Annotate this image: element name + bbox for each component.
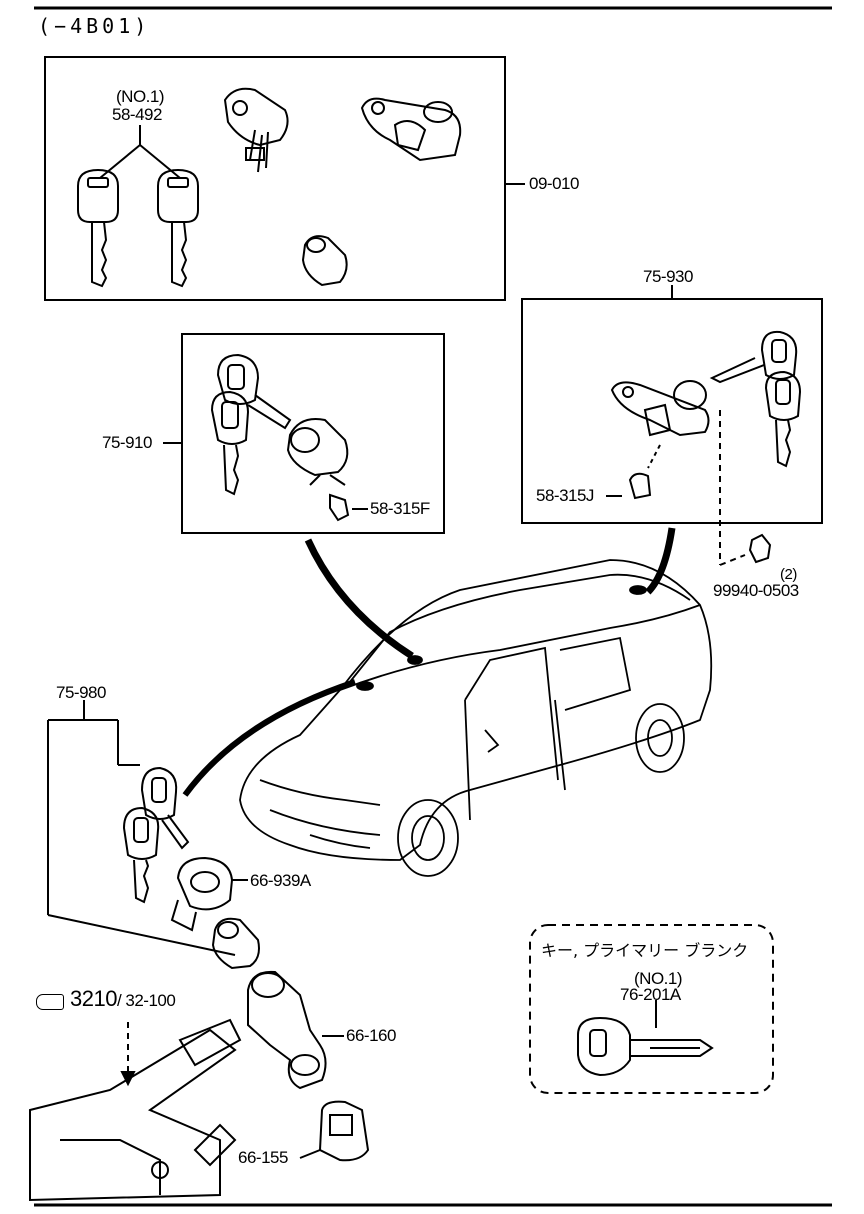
trunk-lock-icon (360, 97, 462, 162)
blank-key-icon (577, 1016, 714, 1077)
nut-qty-label: (2) (780, 566, 797, 583)
blank-key-note: (NO.1) (634, 969, 683, 988)
nut-part-label: 99940-0503 (713, 581, 799, 600)
leader-curve-980 (182, 679, 356, 797)
part-66-155-label: 66-155 (238, 1148, 288, 1167)
ref-75-980-label: 75-980 (56, 683, 106, 702)
key-pair-icon-930 (709, 330, 802, 468)
part-66-160-label: 66-160 (346, 1026, 396, 1045)
lock-plate-icon-930 (610, 380, 710, 500)
column-ref-main: 3210 (70, 986, 117, 1011)
key-note-label: (NO.1) (116, 87, 165, 106)
ignition-cylinder-icon (223, 87, 289, 173)
door-lock-icon-910 (286, 418, 350, 522)
key-part-label: 58-492 (112, 105, 162, 124)
blank-key-title: キー, プライマリー ブランク (541, 941, 749, 960)
ring-icon (170, 856, 234, 932)
switch-icon (318, 1100, 370, 1162)
key-icon-2 (157, 168, 199, 288)
nut-icon (748, 533, 772, 564)
key-pair-icon-980 (122, 766, 190, 904)
ref-09-010-label: 09-010 (529, 174, 579, 193)
reference-hand-icon (36, 993, 64, 1010)
part-58-315J-label: 58-315J (536, 486, 594, 505)
car-illustration (239, 559, 713, 877)
key-icon-1 (77, 168, 119, 288)
leader-curve-930 (645, 527, 676, 595)
steering-lock-icon (247, 970, 327, 1090)
box-75-910 (181, 333, 445, 534)
blank-key-part: 76-201A (620, 985, 681, 1004)
steering-column-icon (29, 1018, 242, 1202)
ref-75-930-label: 75-930 (643, 267, 693, 286)
blank-key-box (529, 924, 774, 1094)
leader-curve-910 (304, 538, 414, 659)
box-09-010 (44, 56, 506, 301)
cylinder-icon (301, 235, 348, 287)
column-ref-sub: / 32-100 (116, 991, 176, 1010)
cylinder-icon-980 (211, 917, 260, 970)
column-ref: 3210/ 32-100 (36, 988, 176, 1010)
key-pair-icon-910 (210, 353, 292, 496)
header-code: (−4B01) (38, 14, 151, 38)
part-66-939A-label: 66-939A (250, 871, 311, 890)
part-58-315F-label: 58-315F (370, 499, 430, 518)
ref-75-910-label: 75-910 (102, 433, 152, 452)
